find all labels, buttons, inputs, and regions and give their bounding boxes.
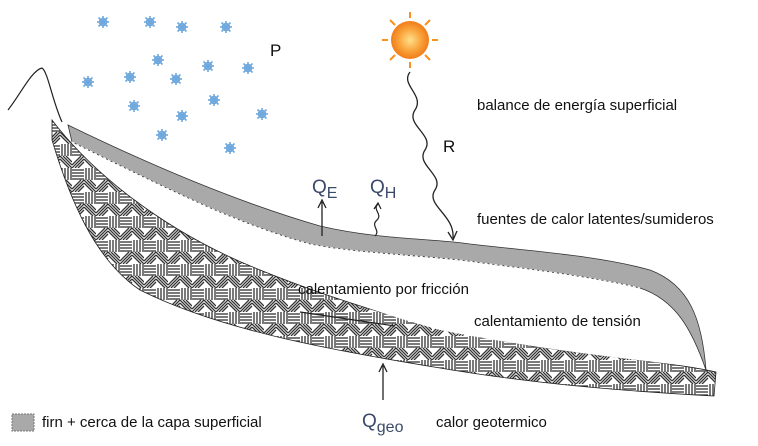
mountain-peak — [7, 67, 63, 123]
snowflake-icon — [128, 100, 140, 112]
latent-sources-label: fuentes de calor latentes/sumideros — [477, 211, 714, 228]
snowflake-icon — [242, 62, 254, 74]
snowflake-icon — [156, 129, 168, 141]
snowflakes — [82, 16, 268, 154]
radiation-arrow — [407, 71, 454, 239]
snowflake-icon — [220, 21, 232, 33]
snowflake-icon — [97, 16, 109, 28]
qh-sub: H — [384, 185, 397, 202]
qgeo-arrow — [378, 362, 388, 400]
snowflake-icon — [202, 60, 214, 72]
precipitation-label: P — [270, 41, 282, 60]
friction-heating-label: calentamiento por fricción — [298, 281, 469, 298]
friction-arrow — [299, 311, 396, 327]
glacier-bed-layer — [51, 118, 717, 397]
qgeo-sub: geo — [376, 419, 404, 436]
snowflake-icon — [224, 142, 236, 154]
radiation-label: R — [443, 137, 456, 156]
qh-main: Q — [370, 177, 385, 198]
snowflake-icon — [124, 71, 136, 83]
snowflake-icon — [176, 21, 188, 33]
snowflake-icon — [176, 110, 188, 122]
surface-energy-balance-label: balance de energía superficial — [477, 97, 678, 114]
qgeo-main: Q — [362, 411, 377, 432]
qe-arrow — [317, 198, 327, 236]
qh-label: QH — [370, 178, 396, 202]
sun-icon — [382, 12, 438, 68]
qe-label: QE — [312, 178, 337, 202]
snowflake-icon — [144, 16, 156, 28]
legend-firn-label: firn + cerca de la capa superficial — [42, 414, 262, 431]
snowflake-icon — [152, 54, 164, 66]
qh-arrow — [373, 201, 382, 237]
legend-firn-swatch — [11, 413, 35, 432]
strain-heating-label: calentamiento de tensión — [474, 313, 641, 330]
legend-geothermal-label: calor geotermico — [436, 414, 547, 431]
snowflake-icon — [208, 94, 220, 106]
snowflake-icon — [256, 108, 268, 120]
qgeo-label: Qgeo — [362, 412, 403, 436]
qe-sub: E — [326, 185, 338, 202]
qe-main: Q — [312, 177, 327, 198]
snowflake-icon — [170, 73, 182, 85]
snowflake-icon — [82, 76, 94, 88]
